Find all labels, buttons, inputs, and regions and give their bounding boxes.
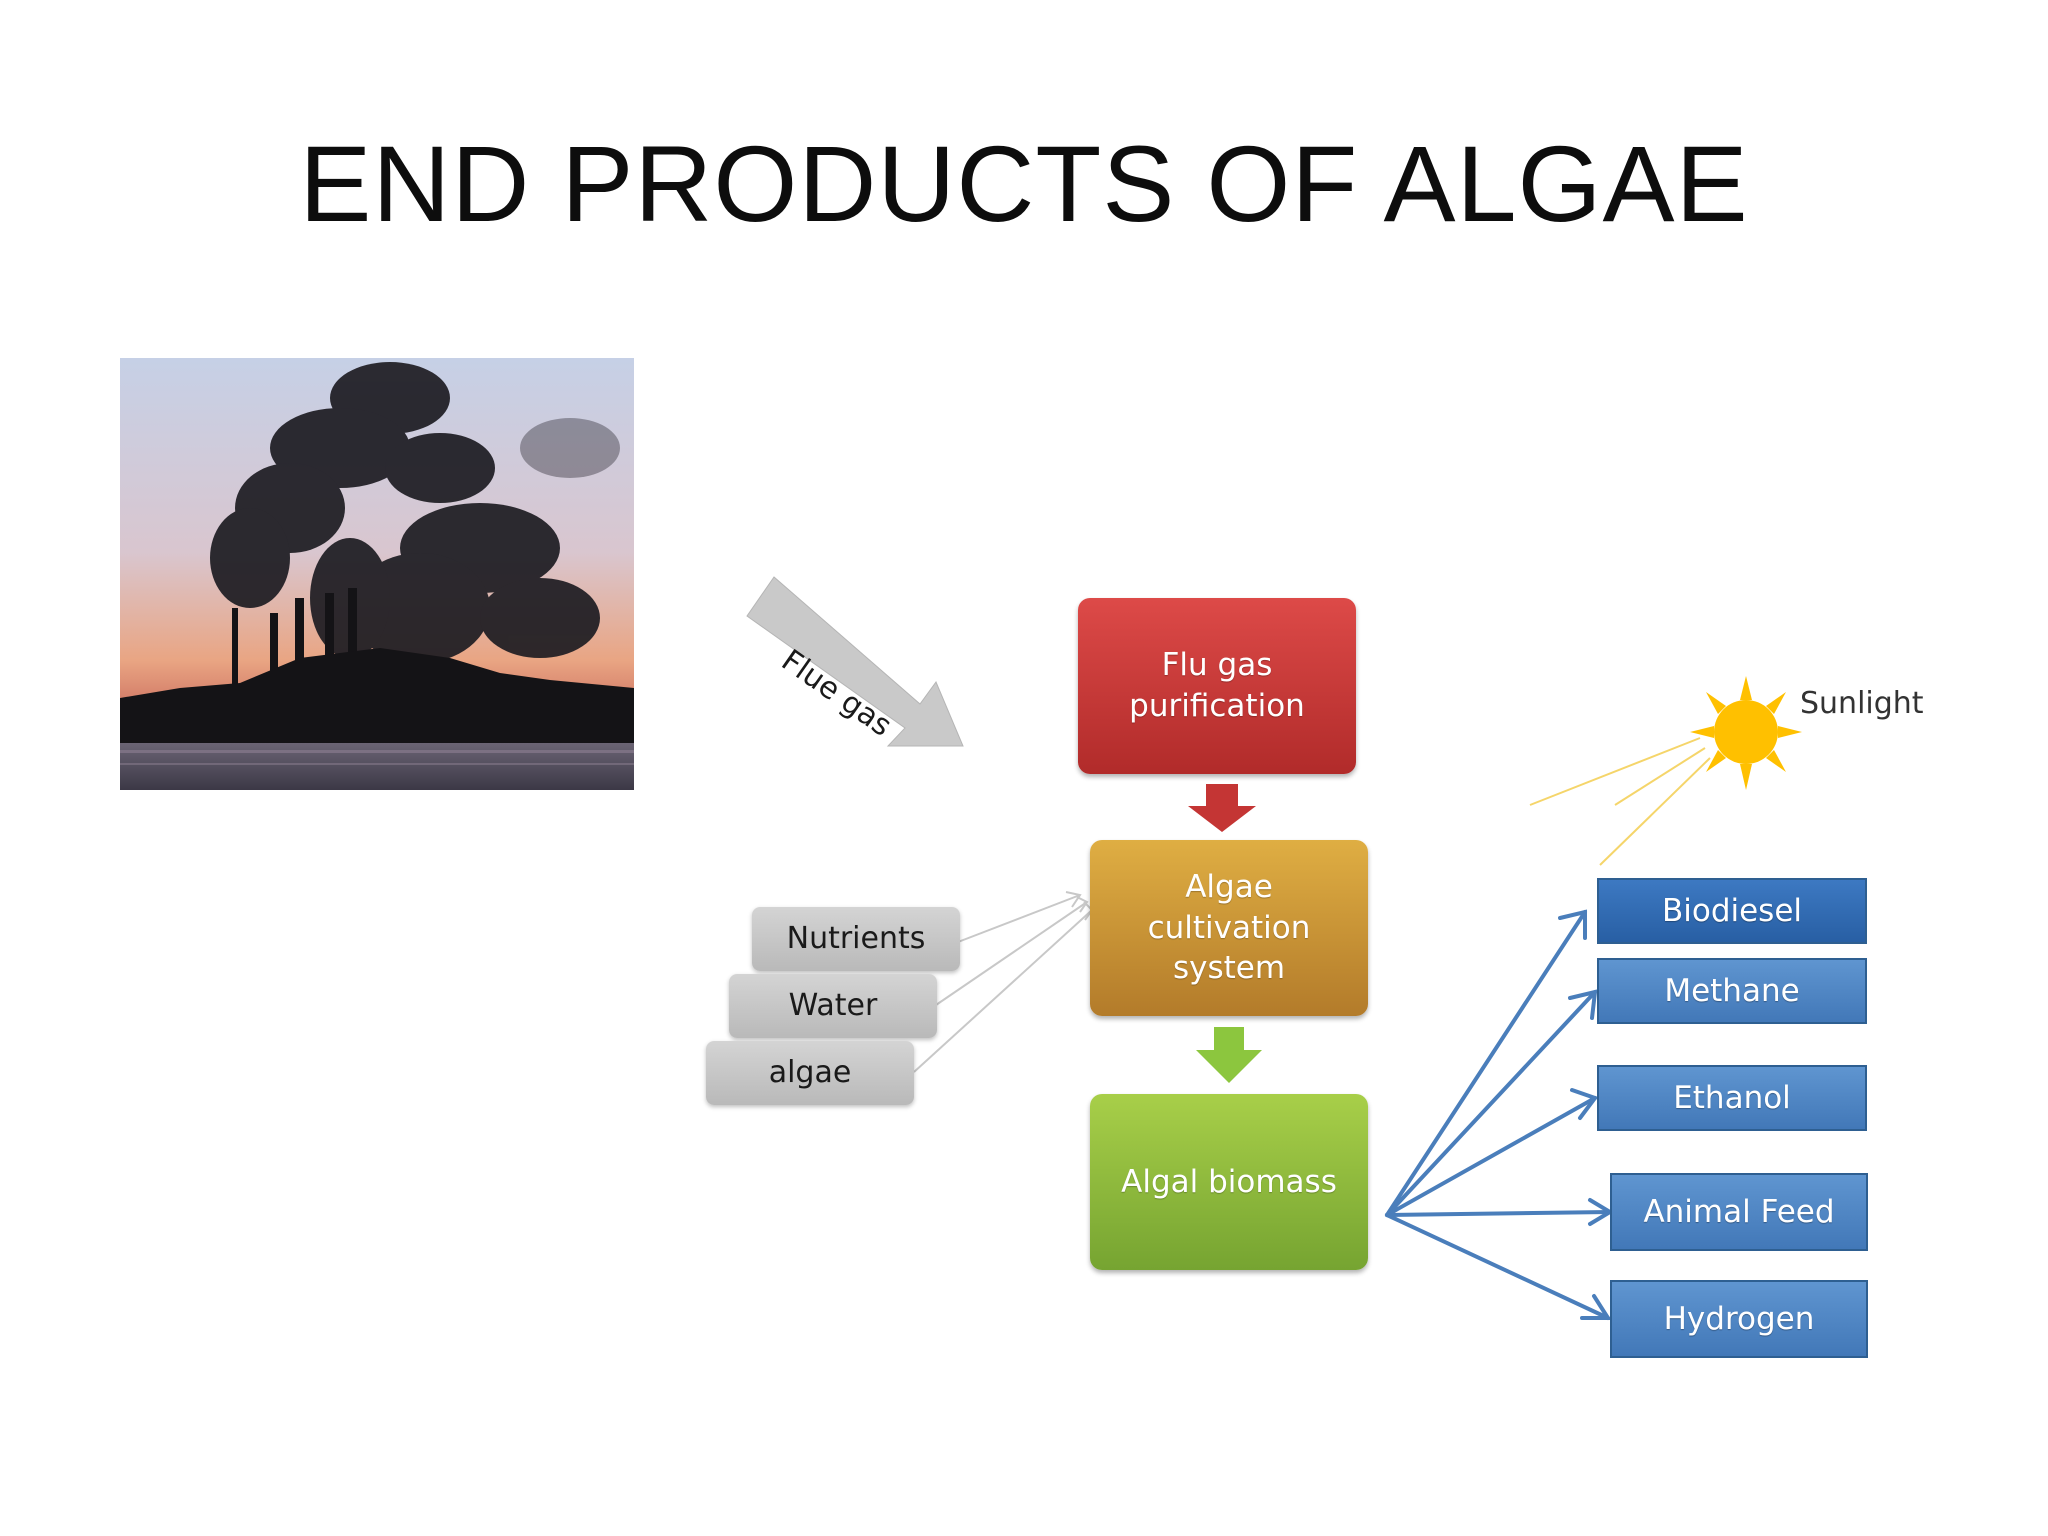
slide-title: END PRODUCTS OF ALGAE xyxy=(299,123,1749,244)
input-water: Water xyxy=(729,974,937,1038)
factory-smoke-photo xyxy=(120,358,634,790)
green-down-arrow xyxy=(1196,1027,1262,1083)
algae-cultivation-box: Algae cultivation system xyxy=(1090,840,1368,1016)
product-animal-feed: Animal Feed xyxy=(1610,1173,1868,1251)
product-ethanol: Ethanol xyxy=(1597,1065,1867,1131)
input-nutrients: Nutrients xyxy=(752,907,960,971)
sun-rays xyxy=(1529,737,1711,866)
sunlight-label: Sunlight xyxy=(1800,686,1924,721)
flue-gas-purification-box: Flu gas purification xyxy=(1078,598,1356,774)
product-hydrogen: Hydrogen xyxy=(1610,1280,1868,1358)
product-methane: Methane xyxy=(1597,958,1867,1024)
input-algae: algae xyxy=(706,1041,914,1105)
algal-biomass-box: Algal biomass xyxy=(1090,1094,1368,1270)
product-arrows xyxy=(1385,909,1614,1320)
product-biodiesel: Biodiesel xyxy=(1597,878,1867,944)
flue-gas-arrow xyxy=(746,576,964,747)
red-down-arrow xyxy=(1188,784,1256,832)
input-arrows xyxy=(913,891,1094,1073)
sun-icon xyxy=(1690,676,1802,790)
